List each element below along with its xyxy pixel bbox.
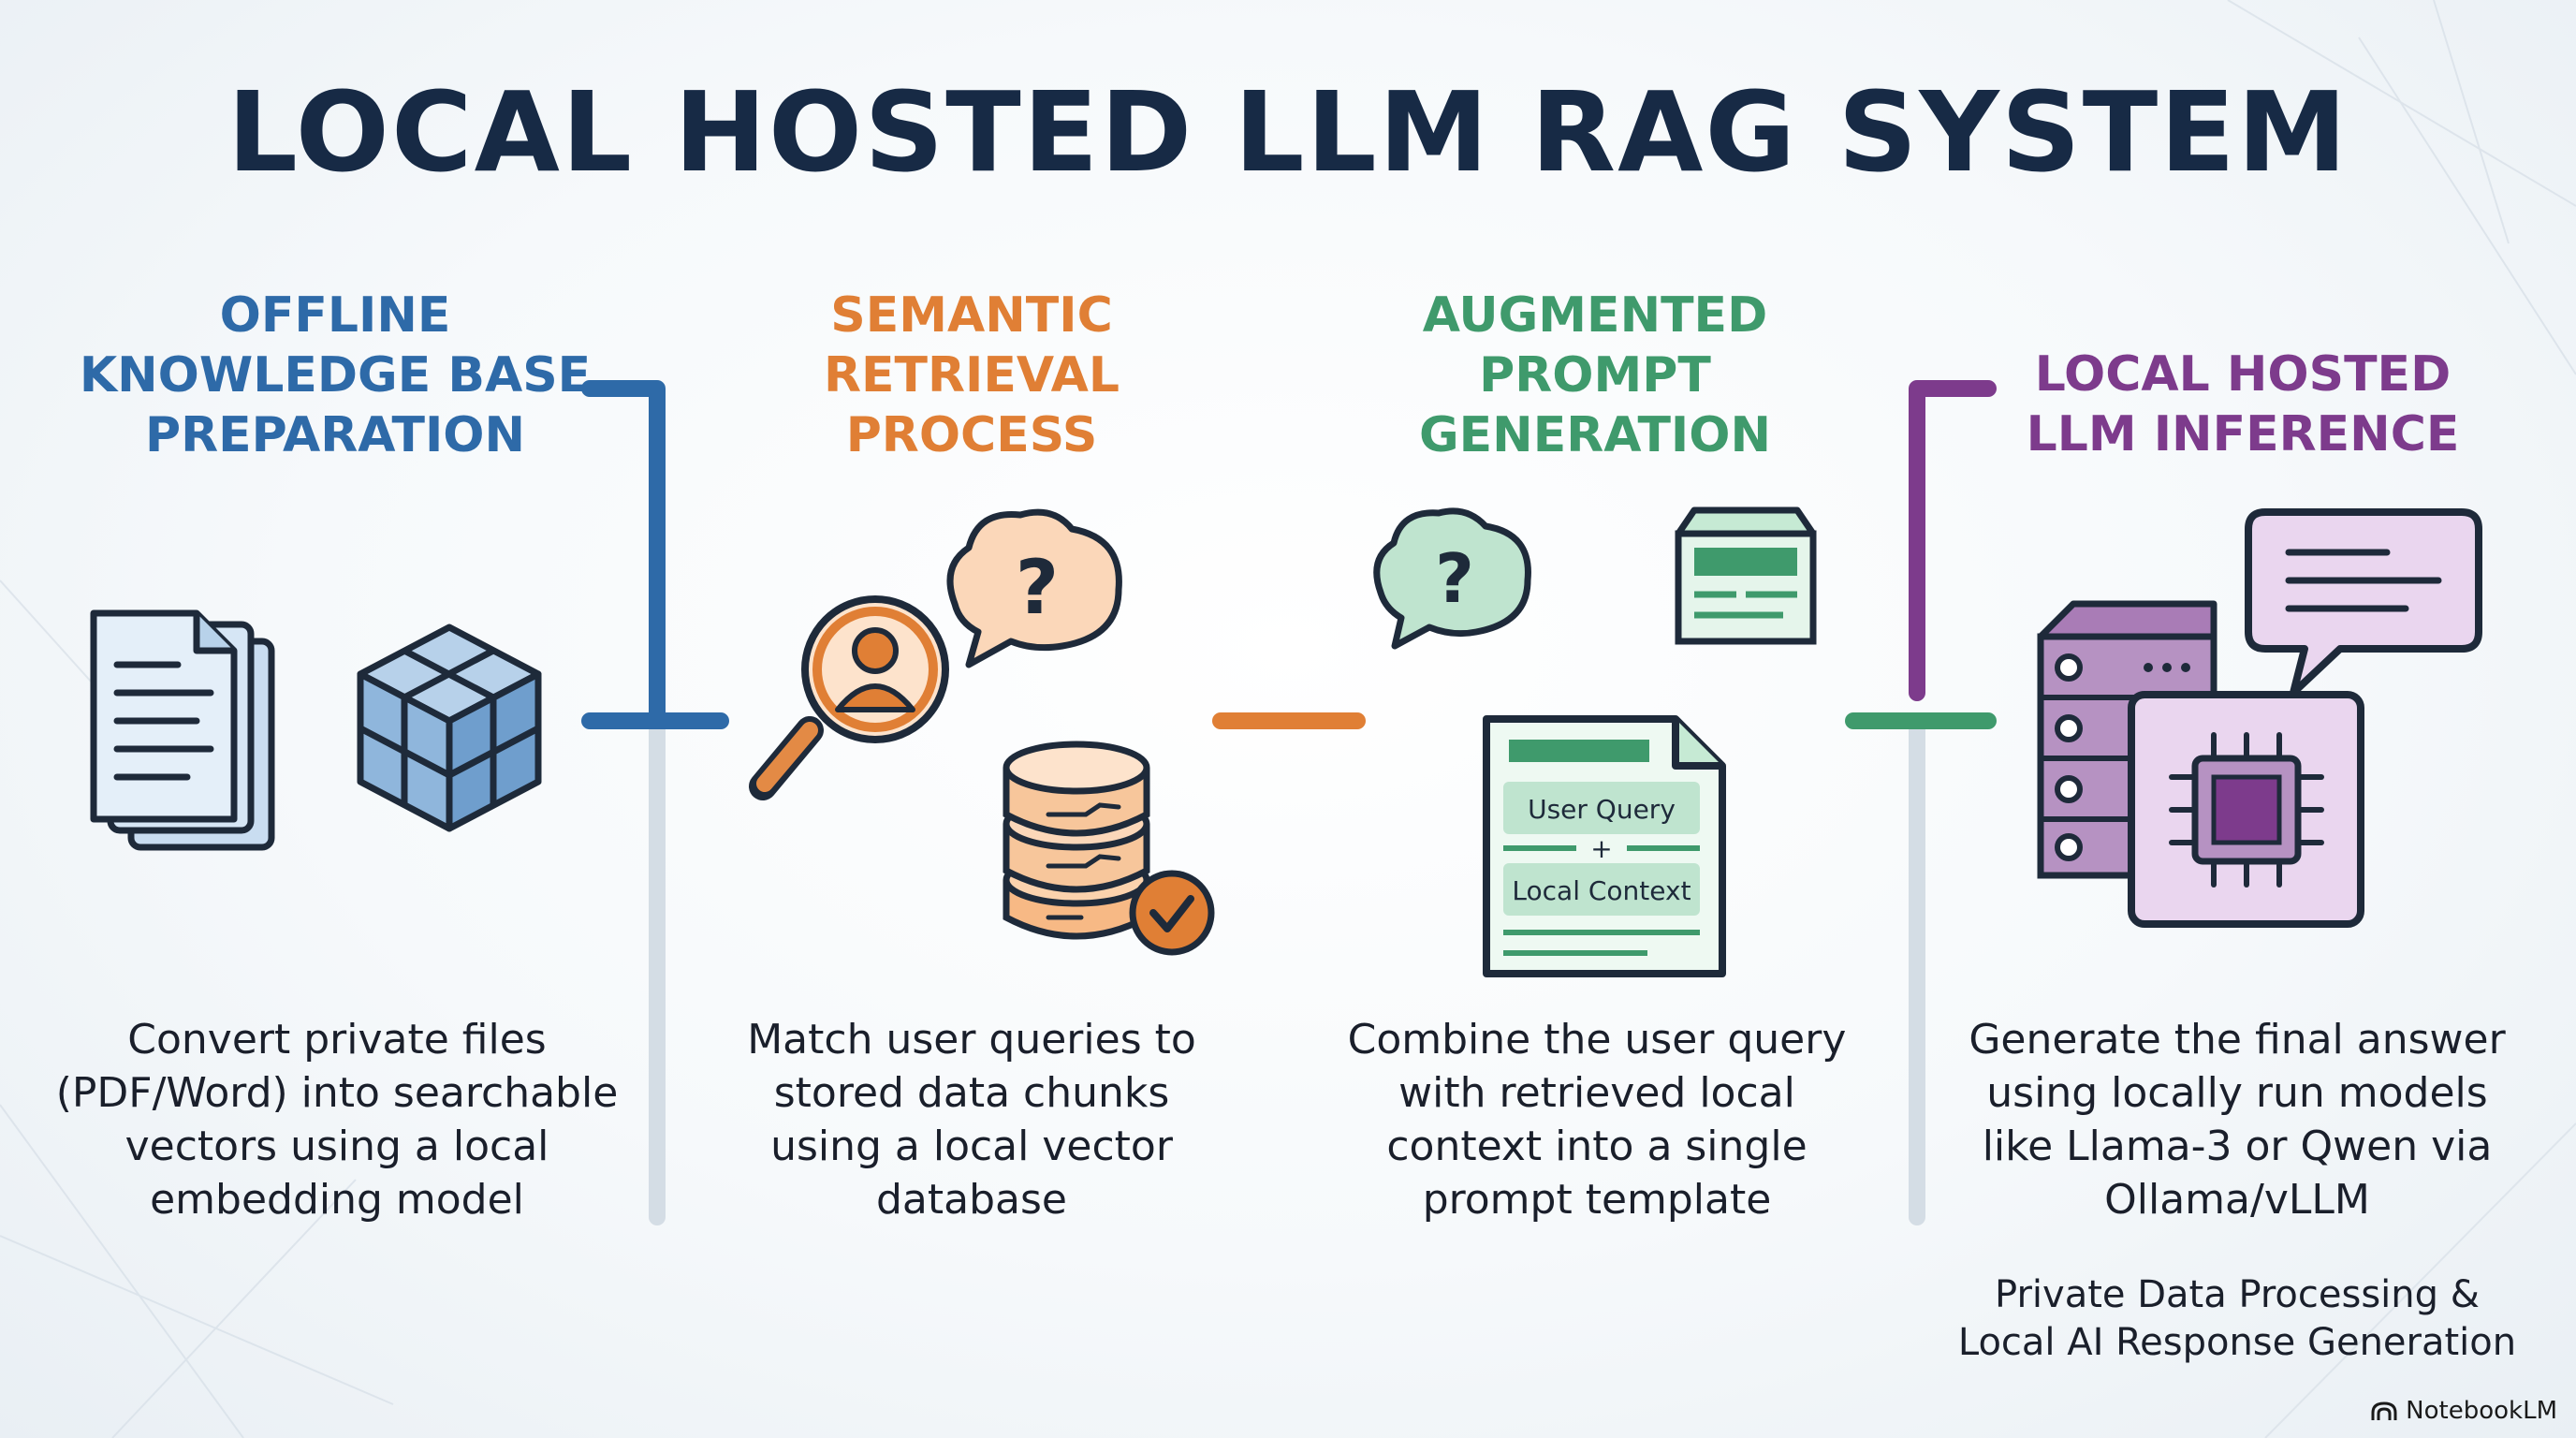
window-icon [1675,506,1817,645]
connector-stage-1 [581,380,729,729]
brand-watermark: NotebookLM [2370,1397,2557,1425]
chat-bubble-icon [2245,508,2482,697]
question-bubble-icon: ? [946,508,1122,668]
documents-icon [90,609,275,851]
svg-text:?: ? [1435,539,1474,618]
chip-icon [2128,691,2364,928]
prompt-user-query-label: User Query [1528,794,1676,825]
stage-4-description: Generate the final answer using locally … [1969,1016,2506,1224]
svg-text:?: ? [1016,544,1059,631]
page-title: LOCAL HOSTED LLM RAG SYSTEM [227,67,2349,197]
notebooklm-logo-icon [2371,1401,2397,1420]
stage-1-heading: OFFLINE KNOWLEDGE BASE PREPARATION [79,287,592,463]
stage-2-description: Match user queries to stored data chunks… [747,1016,1196,1224]
connector-stage-4 [1909,380,1997,701]
magnifier-user-icon [749,595,949,800]
cube-icon [357,624,542,832]
prompt-template-icon: User Query + Local Context [1483,715,1726,977]
stage-4-heading: LOCAL HOSTED LLM INFERENCE [2026,346,2460,462]
prompt-local-context-label: Local Context [1512,875,1690,906]
brand-label: NotebookLM [2406,1397,2557,1425]
footer-note: Private Data Processing & Local AI Respo… [1957,1273,2517,1364]
database-check-icon [1003,741,1215,956]
question-bubble-icon: ? [1373,507,1531,650]
stage-1-description: Convert private files (PDF/Word) into se… [55,1016,619,1224]
stage-2-heading: SEMANTIC RETRIEVAL PROCESS [823,287,1120,463]
prompt-plus-sign: + [1590,833,1612,864]
stage-3-description: Combine the user query with retrieved lo… [1347,1016,1847,1224]
stage-3-heading: AUGMENTED PROMPT GENERATION [1418,287,1772,463]
